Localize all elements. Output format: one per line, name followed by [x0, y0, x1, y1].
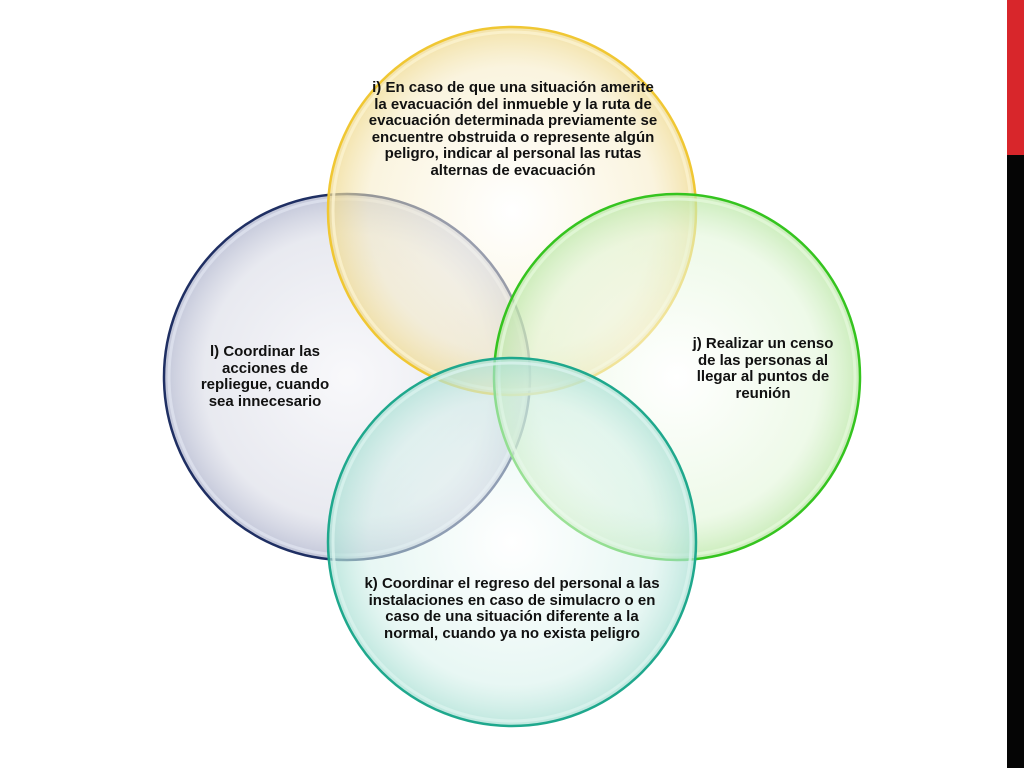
top-circle-text: i) En caso de que una situación amerite … [368, 79, 658, 179]
left-circle-text: l) Coordinar las acciones de repliegue, … [200, 343, 330, 410]
bottom-circle [326, 356, 698, 728]
accent-bar-red [1007, 0, 1024, 155]
bottom-circle-text: k) Coordinar el regreso del personal a l… [364, 575, 660, 642]
accent-bar-black [1007, 155, 1024, 768]
right-circle-text: j) Realizar un censo de las personas al … [692, 335, 834, 402]
bottom-circle-inner-rim [331, 361, 693, 723]
